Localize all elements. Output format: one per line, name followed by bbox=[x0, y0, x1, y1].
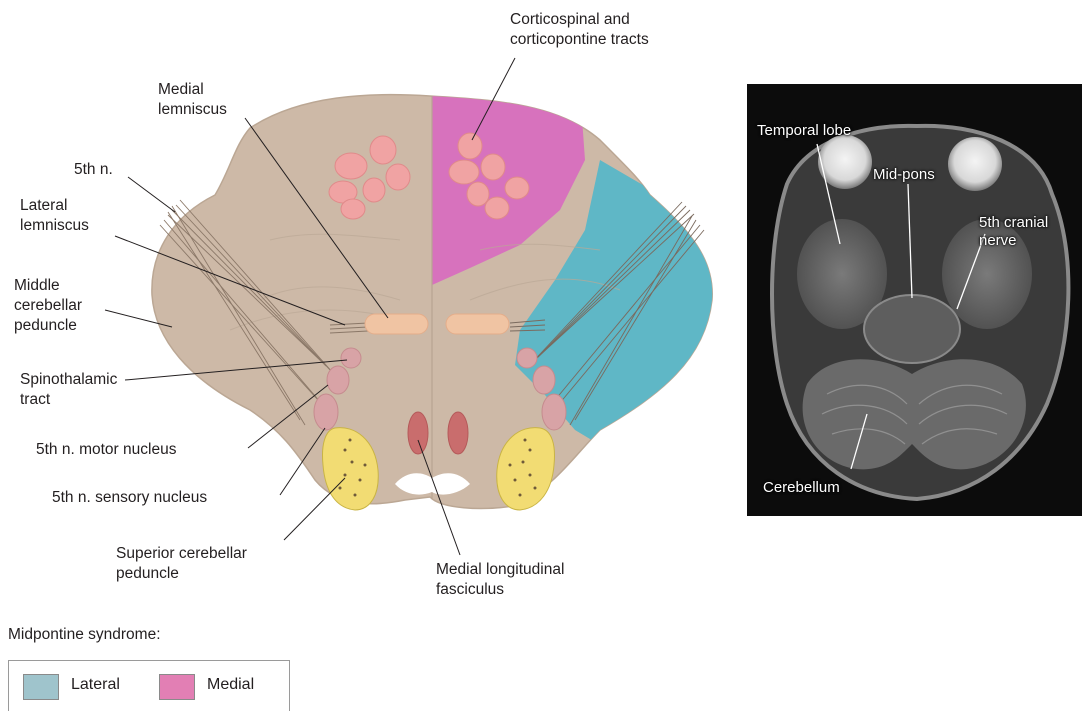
legend-swatch-lateral bbox=[23, 674, 59, 700]
spinothalamic-tract-left bbox=[341, 348, 361, 368]
pons-cross-section-diagram bbox=[0, 0, 740, 620]
mri-image: Temporal lobe Mid-pons 5th cranial nerve… bbox=[747, 84, 1082, 516]
label-mlf: Medial longitudinal fasciculus bbox=[436, 560, 564, 600]
medial-lemniscus-right bbox=[446, 314, 509, 334]
motor-nucleus-left bbox=[314, 394, 338, 430]
lateral-lemniscus-nucleus-right bbox=[533, 366, 555, 394]
label-motor-nucleus: 5th n. motor nucleus bbox=[36, 440, 176, 460]
mri-label-fifth-cranial-nerve: 5th cranial nerve bbox=[979, 214, 1048, 250]
legend-label-medial: Medial bbox=[207, 676, 254, 694]
label-superior-cerebellar-peduncle: Superior cerebellar peduncle bbox=[116, 544, 247, 584]
medial-lemniscus-left bbox=[365, 314, 428, 334]
label-middle-cerebellar-peduncle: Middle cerebellar peduncle bbox=[14, 276, 82, 336]
mri-label-temporal-lobe: Temporal lobe bbox=[757, 122, 851, 140]
spinothalamic-tract-right bbox=[517, 348, 537, 368]
legend: Lateral Medial bbox=[8, 660, 290, 711]
mri-label-mid-pons: Mid-pons bbox=[873, 166, 935, 184]
label-sensory-nucleus: 5th n. sensory nucleus bbox=[52, 488, 207, 508]
label-spinothalamic-tract: Spinothalamic tract bbox=[20, 370, 117, 410]
lateral-lemniscus-nucleus-left bbox=[327, 366, 349, 394]
label-fifth-nerve: 5th n. bbox=[74, 160, 113, 180]
mlf-left bbox=[408, 412, 428, 454]
label-corticospinal: Corticospinal and corticopontine tracts bbox=[510, 10, 649, 50]
motor-nucleus-right bbox=[542, 394, 566, 430]
mlf-right bbox=[448, 412, 468, 454]
legend-title: Midpontine syndrome: bbox=[8, 626, 161, 644]
mri-scan-drawing bbox=[747, 84, 1082, 516]
legend-swatch-medial bbox=[159, 674, 195, 700]
label-medial-lemniscus: Medial lemniscus bbox=[158, 80, 227, 120]
label-lateral-lemniscus: Lateral lemniscus bbox=[20, 196, 89, 236]
mri-label-cerebellum: Cerebellum bbox=[763, 479, 840, 497]
legend-label-lateral: Lateral bbox=[71, 676, 120, 694]
